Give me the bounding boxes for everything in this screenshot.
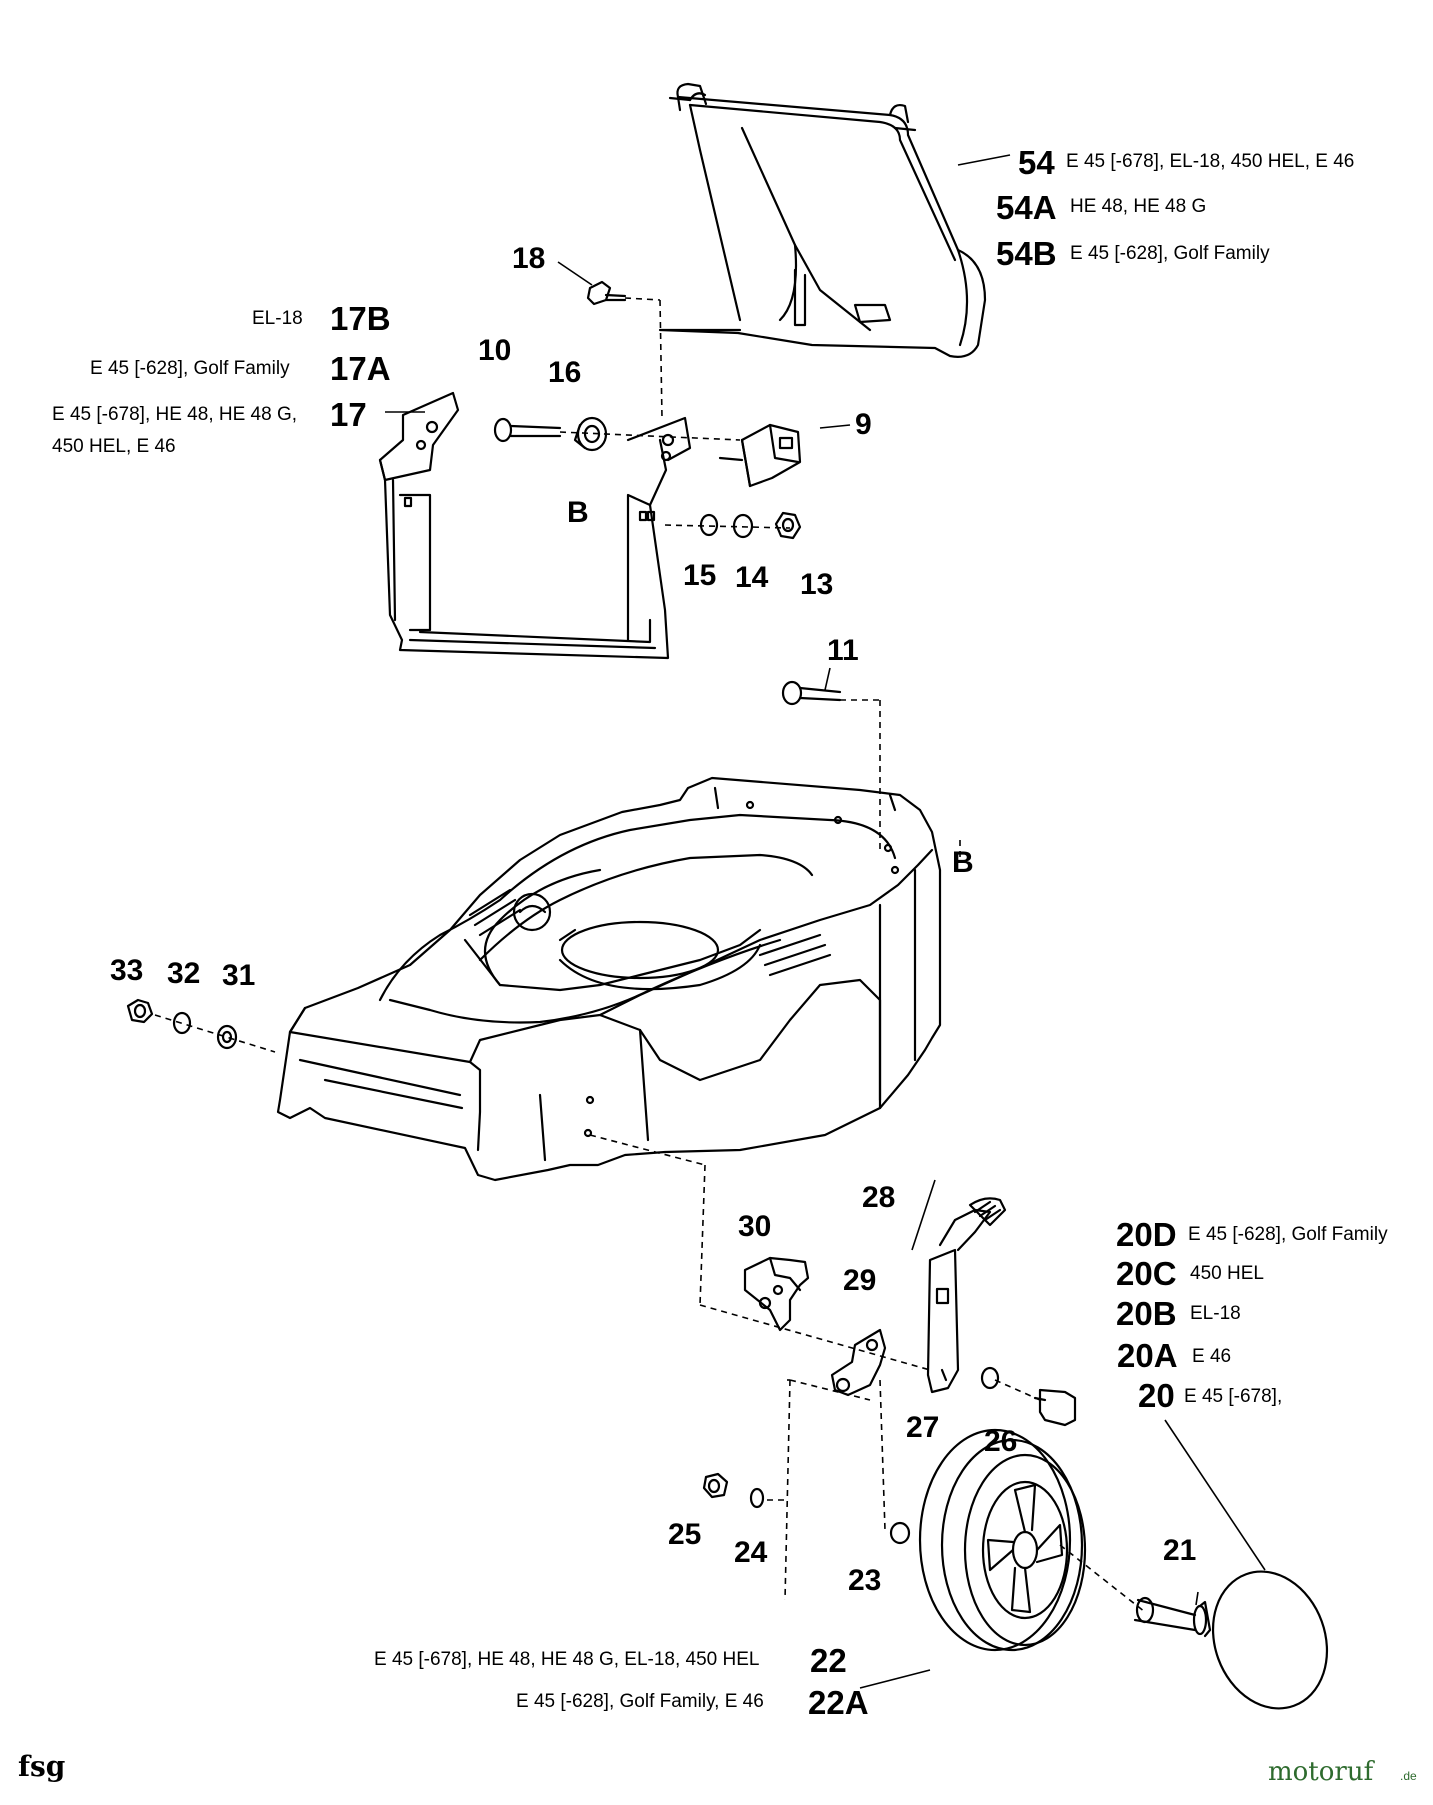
label-17: 17	[330, 396, 367, 433]
label-31: 31	[222, 959, 255, 992]
label-B-upper: B	[567, 496, 589, 529]
note-20C: 450 HEL	[1190, 1263, 1264, 1284]
label-25: 25	[668, 1518, 701, 1551]
fasteners-31-33-drawing	[126, 998, 238, 1050]
note-17-line2: 450 HEL, E 46	[52, 436, 176, 457]
label-20: 20	[1138, 1377, 1175, 1414]
part-labels: 54 E 45 [-678], EL-18, 450 HEL, E 46 54A…	[18, 144, 1417, 1787]
note-17B: EL-18	[252, 308, 303, 329]
label-9: 9	[855, 408, 872, 441]
fasteners-13-15-drawing	[699, 511, 802, 540]
label-22: 22	[810, 1642, 847, 1679]
label-17A: 17A	[330, 350, 391, 387]
bolt-18-drawing	[586, 280, 627, 306]
note-20A: E 46	[1192, 1346, 1231, 1367]
note-20: E 45 [-678],	[1184, 1386, 1282, 1407]
label-27: 27	[906, 1411, 939, 1444]
label-14: 14	[735, 561, 769, 594]
label-15: 15	[683, 559, 716, 592]
label-33: 33	[110, 954, 143, 987]
handle-bracket-drawing	[378, 391, 692, 660]
label-26: 26	[984, 1425, 1017, 1458]
diagram-code: fsg	[18, 1750, 65, 1783]
label-30: 30	[738, 1210, 771, 1243]
note-54A: HE 48, HE 48 G	[1070, 196, 1206, 217]
note-17A: E 45 [-628], Golf Family	[90, 358, 290, 379]
label-29: 29	[843, 1264, 876, 1297]
note-20B: EL-18	[1190, 1303, 1241, 1324]
label-20A: 20A	[1117, 1337, 1178, 1374]
axle-bolt-drawing	[1133, 1570, 1329, 1710]
label-17B: 17B	[330, 300, 391, 337]
label-32: 32	[167, 957, 200, 990]
label-20C: 20C	[1116, 1255, 1177, 1292]
note-20D: E 45 [-628], Golf Family	[1188, 1224, 1388, 1245]
height-adjuster-drawing	[743, 1197, 1007, 1397]
label-11: 11	[827, 634, 859, 667]
label-20B: 20B	[1116, 1295, 1177, 1332]
label-B-lower: B	[952, 846, 974, 879]
label-13: 13	[800, 568, 833, 601]
brand-watermark: motoruf	[1268, 1757, 1376, 1787]
note-54: E 45 [-678], EL-18, 450 HEL, E 46	[1066, 151, 1354, 172]
fasteners-23-25-drawing	[702, 1472, 911, 1545]
grass-catcher-drawing	[658, 82, 987, 358]
mower-deck-drawing	[276, 776, 942, 1182]
leader-lines	[154, 154, 1266, 1689]
note-22A: E 45 [-628], Golf Family, E 46	[516, 1691, 764, 1712]
label-10: 10	[478, 334, 511, 367]
fasteners-26-27-drawing	[980, 1366, 1077, 1427]
note-22: E 45 [-678], HE 48, HE 48 G, EL-18, 450 …	[374, 1649, 760, 1670]
note-17: E 45 [-678], HE 48, HE 48 G,	[52, 404, 297, 425]
wheel-drawing	[918, 1428, 1087, 1652]
label-28: 28	[862, 1181, 895, 1214]
label-16: 16	[548, 356, 581, 389]
label-54B: 54B	[996, 235, 1057, 272]
brand-watermark-suffix: .de	[1400, 1769, 1417, 1783]
bolt-11-drawing	[781, 680, 842, 706]
bolt-10-drawing	[493, 416, 608, 452]
label-22A: 22A	[808, 1684, 869, 1721]
hinge-drawing	[718, 423, 802, 488]
note-54B: E 45 [-628], Golf Family	[1070, 243, 1270, 264]
label-21: 21	[1163, 1534, 1196, 1567]
label-23: 23	[848, 1564, 881, 1597]
label-54: 54	[1018, 144, 1055, 181]
label-18: 18	[512, 242, 545, 275]
label-20D: 20D	[1116, 1216, 1177, 1253]
label-54A: 54A	[996, 189, 1057, 226]
label-24: 24	[734, 1536, 768, 1569]
